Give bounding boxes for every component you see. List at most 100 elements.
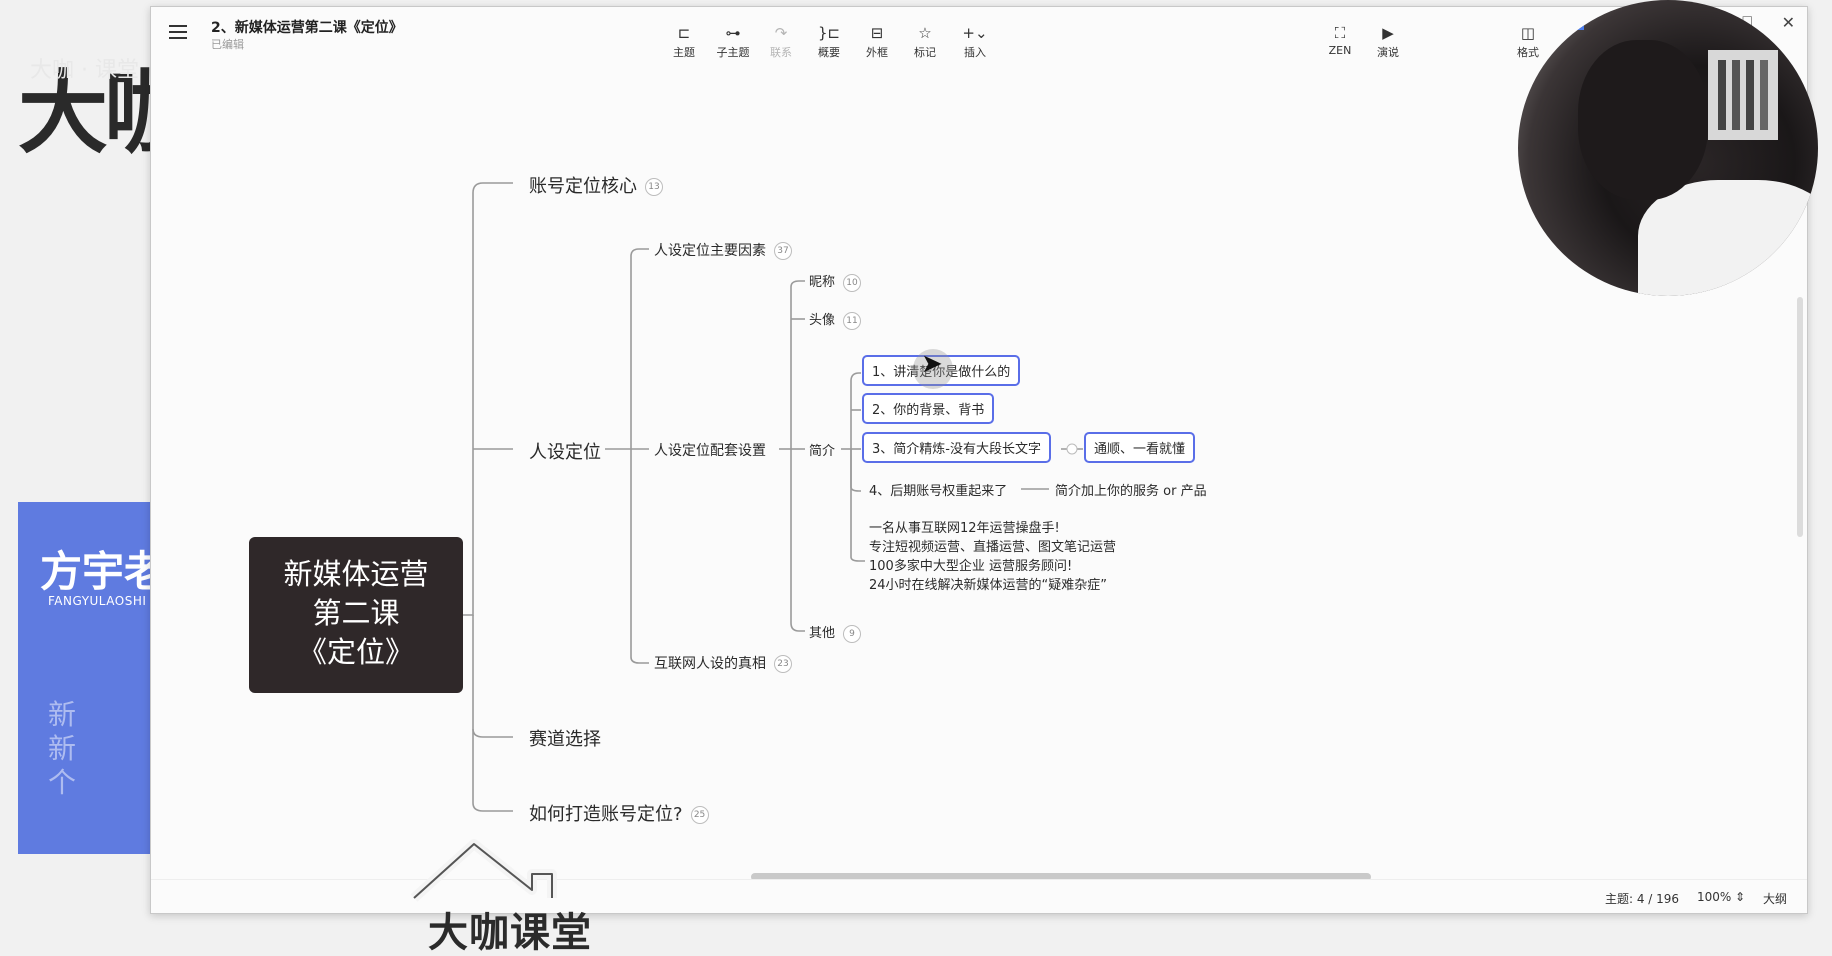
topic-label: 账号定位核心	[529, 176, 637, 197]
zen-icon: ⛶	[1334, 24, 1346, 42]
topic-intro[interactable]: 简介	[809, 444, 836, 459]
webcam-presenter-head	[1578, 40, 1708, 200]
root-line-1: 新媒体运营	[283, 557, 429, 591]
topic-intro-item-3[interactable]: 3、简介精炼-没有大段长文字	[862, 432, 1051, 463]
topic-nickname[interactable]: 昵称 10	[809, 271, 862, 292]
webcam-blue-element	[1558, 14, 1584, 30]
summary-label: 概要	[818, 46, 840, 59]
presenter-faint-text: 新 新 个	[48, 698, 77, 799]
background-overlay-text: 大咖 · 课堂	[30, 58, 139, 83]
present-icon: ▶	[1382, 24, 1394, 42]
topic-persona-positioning[interactable]: 人设定位	[529, 442, 601, 463]
webcam-bookshelf	[1708, 50, 1778, 140]
mindmap-canvas[interactable]: 新媒体运营 第二课 《定位》 账号定位核心 13 人设定位 赛道选择 如何打造账号…	[151, 59, 1807, 879]
boundary-label: 外框	[866, 46, 888, 59]
topic-label: 人设定位主要因素	[654, 243, 766, 259]
background-presenter-card: 方宇老 FANGYULAOSHI 新 新 个	[18, 502, 166, 854]
topic-intro-item-4[interactable]: 4、后期账号权重起来了	[869, 484, 1008, 499]
marker-button[interactable]: ☆ 标记	[900, 23, 950, 60]
format-label: 格式	[1517, 46, 1539, 59]
topic-intro-item-4-child[interactable]: 简介加上你的服务 or 产品	[1055, 484, 1207, 499]
collapsed-count-badge[interactable]: 10	[843, 273, 862, 292]
intro-example-line-1[interactable]: 一名从事互联网12年运营操盘手!	[869, 521, 1060, 536]
format-button[interactable]: ◫ 格式	[1503, 23, 1553, 60]
topic-intro-item-2[interactable]: 2、你的背景、背书	[862, 393, 995, 424]
boundary-button[interactable]: ⊟ 外框	[852, 23, 902, 60]
status-bar: 主题: 4 / 196 100% ⇕ 大纲	[151, 879, 1807, 913]
subtopic-button[interactable]: ⊶ 子主题	[708, 23, 758, 60]
topic-label: 昵称	[809, 275, 836, 290]
topic-button[interactable]: ⊏ 主题	[659, 23, 709, 60]
summary-button[interactable]: }⊏ 概要	[804, 23, 854, 60]
cursor-highlight	[913, 349, 953, 389]
root-topic[interactable]: 新媒体运营 第二课 《定位》	[249, 537, 463, 693]
title-bar: 2、新媒体运营第二课《定位》 已编辑 ⊏ 主题 ⊶ 子主题 ↷ 联系 }⊏ 概要 ⊟ 外框…	[151, 7, 1807, 59]
horizontal-scrollbar[interactable]	[751, 873, 1371, 881]
mindmap-app-window: 2、新媒体运营第二课《定位》 已编辑 ⊏ 主题 ⊶ 子主题 ↷ 联系 }⊏ 概要 ⊟ 外框…	[150, 6, 1808, 914]
topic-avatar[interactable]: 头像 11	[809, 309, 862, 330]
topic-icon: ⊏	[677, 24, 691, 42]
vertical-scrollbar[interactable]	[1797, 297, 1803, 537]
collapsed-count-badge[interactable]: 37	[774, 242, 792, 260]
maximize-icon[interactable]: □	[1741, 13, 1753, 27]
presenter-name: 方宇老	[40, 547, 167, 596]
intro-example-line-3[interactable]: 100多家中大型企业 运营服务顾问!	[869, 559, 1073, 574]
watermark-text: 大咖课堂	[428, 910, 592, 956]
zen-label: ZEN	[1328, 44, 1352, 57]
intro-example-line-2[interactable]: 专注短视频运营、直播运营、图文笔记运营	[869, 540, 1117, 555]
topic-internet-persona-truth[interactable]: 互联网人设的真相 23	[654, 653, 792, 673]
root-line-3: 《定位》	[297, 635, 414, 669]
outline-button[interactable]: 大纲	[1763, 892, 1788, 906]
relation-icon: ↷	[774, 24, 788, 42]
relation-label: 联系	[770, 46, 792, 59]
zen-button[interactable]: ⛶ ZEN	[1315, 23, 1365, 57]
topic-how-to-build-positioning[interactable]: 如何打造账号定位? 25	[529, 800, 709, 826]
topic-label: 如何打造账号定位?	[529, 804, 683, 825]
subtopic-icon: ⊶	[725, 24, 741, 42]
topic-persona-setup[interactable]: 人设定位配套设置	[654, 443, 766, 459]
format-icon: ◫	[1520, 24, 1536, 42]
document-title: 2、新媒体运营第二课《定位》	[211, 20, 403, 36]
close-icon[interactable]: ✕	[1781, 13, 1795, 32]
subtopic-label: 子主题	[716, 46, 750, 59]
collapsed-count-badge[interactable]: 13	[645, 178, 663, 196]
menu-icon[interactable]	[169, 25, 187, 39]
collapsed-count-badge[interactable]: 23	[774, 655, 792, 673]
relation-button[interactable]: ↷ 联系	[756, 23, 806, 60]
topic-label: 主题	[673, 46, 695, 59]
topic-persona-factors[interactable]: 人设定位主要因素 37	[654, 240, 792, 260]
mouse-pointer-icon: ➤	[921, 349, 943, 379]
root-line-2: 第二课	[312, 596, 400, 630]
collapsed-count-badge[interactable]: 25	[690, 806, 709, 824]
zoom-stepper-icon[interactable]: ⇕	[1735, 890, 1746, 904]
topic-label: 互联网人设的真相	[654, 656, 766, 672]
collapsed-count-badge[interactable]: 11	[843, 311, 862, 330]
house-icon	[410, 839, 557, 902]
topic-account-positioning-core[interactable]: 账号定位核心 13	[529, 172, 663, 198]
boundary-icon: ⊟	[870, 24, 884, 42]
topic-count: 主题: 4 / 196	[1605, 892, 1680, 906]
present-label: 演说	[1377, 46, 1399, 59]
insert-icon: +⌄	[962, 24, 988, 42]
webcam-presenter-shirt	[1638, 180, 1818, 296]
document-status: 已编辑	[211, 38, 244, 51]
zoom-level[interactable]: 100%	[1697, 890, 1732, 904]
topic-intro-item-1[interactable]: 1、讲清楚你是做什么的	[862, 355, 1021, 386]
presenter-webcam	[1518, 0, 1818, 296]
marker-icon: ☆	[918, 24, 932, 42]
topic-other[interactable]: 其他 9	[809, 622, 862, 643]
insert-label: 插入	[964, 46, 986, 59]
summary-icon: }⊏	[817, 24, 841, 42]
watermark-logo: 大咖课堂	[410, 838, 610, 956]
intro-example-line-4[interactable]: 24小时在线解决新媒体运营的“疑难杂症”	[869, 578, 1108, 593]
presenter-subtitle: FANGYULAOSHI	[48, 594, 147, 608]
mindmap-connectors	[463, 182, 1083, 812]
topic-label: 头像	[809, 313, 836, 328]
topic-track-selection[interactable]: 赛道选择	[529, 729, 601, 750]
present-button[interactable]: ▶ 演说	[1363, 23, 1413, 60]
insert-button[interactable]: +⌄ 插入	[950, 23, 1000, 60]
collapsed-count-badge[interactable]: 9	[843, 624, 862, 643]
topic-intro-item-3-child[interactable]: 通顺、一看就懂	[1084, 432, 1196, 463]
topic-label: 其他	[809, 626, 836, 641]
marker-label: 标记	[914, 46, 936, 59]
